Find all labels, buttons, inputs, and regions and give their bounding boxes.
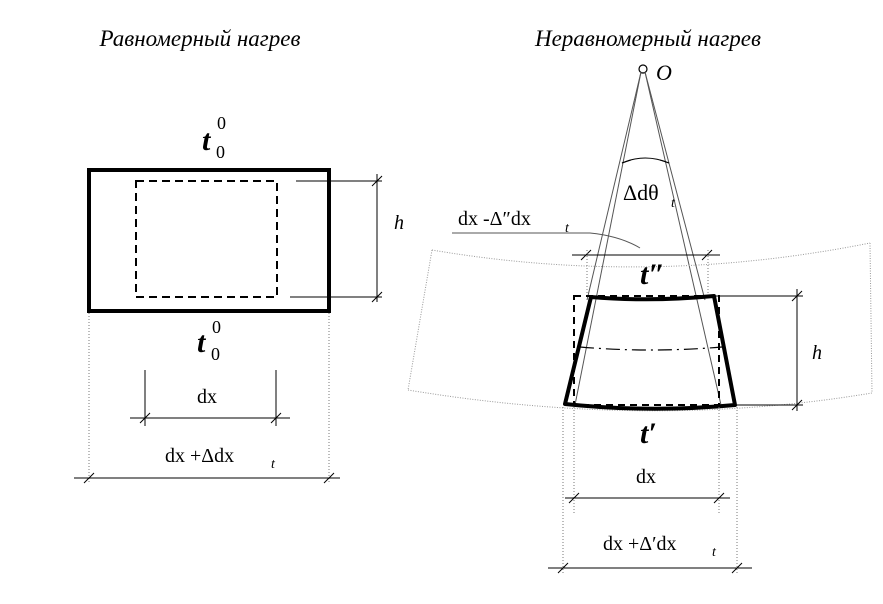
original-element-dashed xyxy=(573,295,720,406)
center-point-label: O xyxy=(656,60,672,85)
uniform-element-dashed xyxy=(135,180,278,298)
uniform-height-dimension xyxy=(290,174,383,303)
svg-text:dx +Δ′dx: dx +Δ′dx xyxy=(603,533,677,555)
center-point-marker xyxy=(638,64,648,74)
svg-text:t: t xyxy=(202,124,212,157)
angle-arc xyxy=(621,157,670,164)
nonuniform-dx-label: dx xyxy=(636,466,656,488)
svg-text:0: 0 xyxy=(212,317,221,337)
top-temp-label: t″ xyxy=(640,258,665,291)
svg-text:0: 0 xyxy=(217,113,226,133)
uniform-element-original xyxy=(87,168,331,313)
uniform-bottom-temp: t 0 0 xyxy=(197,317,221,364)
uniform-dx-label: dx xyxy=(197,386,217,408)
nonuniform-dx-total-label: dx +Δ′dx t xyxy=(603,533,717,560)
nonuniform-dx-total-dimension xyxy=(548,407,752,575)
svg-text:t: t xyxy=(712,545,717,560)
uniform-heating-title: Равномерный нагрев xyxy=(99,26,301,51)
top-dx-label: dx -Δ″dx t xyxy=(458,208,570,236)
bottom-temp-label: t′ xyxy=(640,417,657,450)
uniform-dx-total-dimension xyxy=(74,313,340,484)
svg-text:t: t xyxy=(271,457,276,472)
svg-text:0: 0 xyxy=(211,344,220,364)
uniform-dx-dimension xyxy=(130,370,290,426)
nonuniform-dx-dimension xyxy=(565,407,730,515)
top-dx-leader xyxy=(452,232,641,249)
svg-text:dx +Δdx: dx +Δdx xyxy=(165,445,234,467)
svg-text:Δdθ: Δdθ xyxy=(623,180,659,205)
radial-lines xyxy=(574,71,722,406)
svg-text:t: t xyxy=(197,326,207,359)
deformed-element xyxy=(563,294,737,411)
uniform-top-temp: t 0 0 xyxy=(202,113,226,162)
svg-text:dx -Δ″dx: dx -Δ″dx xyxy=(458,208,531,230)
nonuniform-height-dimension xyxy=(716,289,803,411)
nonuniform-heating-title: Неравномерный нагрев xyxy=(534,26,761,51)
top-dx-dimension xyxy=(572,249,720,297)
svg-text:0: 0 xyxy=(216,142,225,162)
svg-text:t: t xyxy=(565,221,570,236)
beam-outline xyxy=(407,242,873,412)
angle-label: Δdθ t xyxy=(623,180,676,211)
uniform-height-label: h xyxy=(394,212,404,234)
svg-text:t: t xyxy=(671,196,676,211)
uniform-dx-total-label: dx +Δdx t xyxy=(165,445,276,472)
neutral-axis xyxy=(579,346,723,351)
nonuniform-height-label: h xyxy=(812,342,822,364)
